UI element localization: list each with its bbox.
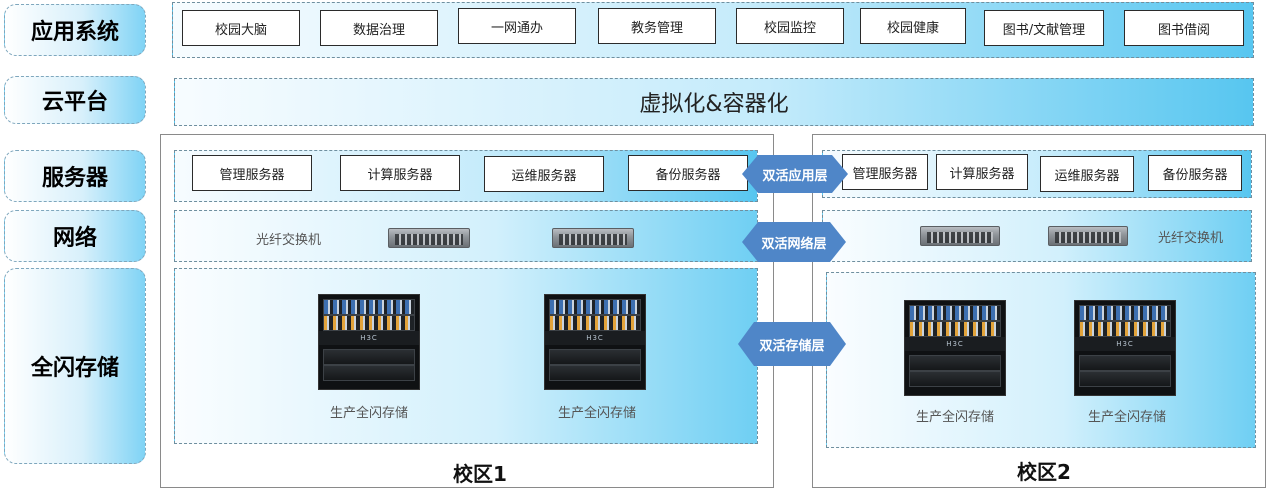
flash-storage-icon: H3C	[1074, 300, 1176, 396]
app-box: 校园大脑	[182, 10, 300, 46]
server-box: 管理服务器	[842, 154, 928, 190]
app-box: 校园监控	[736, 8, 844, 44]
server-box: 运维服务器	[484, 156, 604, 192]
storage-label: 生产全闪存储	[329, 406, 408, 421]
campus-2-frame	[812, 134, 1266, 488]
campus-2-label: 校区2	[1017, 460, 1071, 484]
cloud-platform-band: 虚拟化&容器化	[174, 78, 1254, 126]
app-box: 图书借阅	[1124, 10, 1244, 46]
server-box: 备份服务器	[628, 155, 748, 191]
active-active-network-arrow: 双活网络层	[742, 222, 846, 262]
campus-1-frame	[160, 134, 774, 488]
flash-storage-icon: H3C	[544, 294, 646, 390]
flash-storage-icon: H3C	[904, 300, 1006, 396]
server-box: 计算服务器	[340, 155, 460, 191]
app-box: 教务管理	[598, 8, 716, 44]
app-box: 数据治理	[320, 10, 438, 46]
app-box: 一网通办	[458, 8, 576, 44]
fiber-switch-icon	[388, 228, 470, 248]
fiber-switch-icon	[552, 228, 634, 248]
layer-label-apps: 应用系统	[4, 4, 146, 56]
layer-label-cloud: 云平台	[4, 76, 146, 124]
server-box: 计算服务器	[936, 154, 1028, 190]
storage-label: 生产全闪存储	[1087, 410, 1166, 425]
switch-label: 光纤交换机	[256, 233, 322, 248]
active-active-app-arrow: 双活应用层	[742, 155, 848, 193]
server-box: 运维服务器	[1040, 156, 1134, 192]
campus-1-storage-band	[174, 268, 758, 444]
active-active-storage-arrow: 双活存储层	[738, 322, 846, 366]
campus-2-network-band	[822, 210, 1252, 262]
storage-label: 生产全闪存储	[915, 410, 994, 425]
server-box: 备份服务器	[1148, 155, 1242, 191]
app-box: 图书/文献管理	[984, 10, 1104, 46]
app-box: 校园健康	[860, 8, 966, 44]
storage-label: 生产全闪存储	[557, 406, 636, 421]
fiber-switch-icon	[920, 226, 1000, 246]
layer-label-network: 网络	[4, 210, 146, 262]
campus-1-label: 校区1	[453, 462, 507, 486]
cloud-text: 虚拟化&容器化	[639, 92, 789, 117]
campus-2-storage-band	[826, 272, 1256, 448]
switch-label: 光纤交换机	[1158, 231, 1224, 246]
layer-label-storage: 全闪存储	[4, 268, 146, 464]
layer-label-servers: 服务器	[4, 150, 146, 202]
server-box: 管理服务器	[192, 155, 312, 191]
flash-storage-icon: H3C	[318, 294, 420, 390]
fiber-switch-icon	[1048, 226, 1128, 246]
